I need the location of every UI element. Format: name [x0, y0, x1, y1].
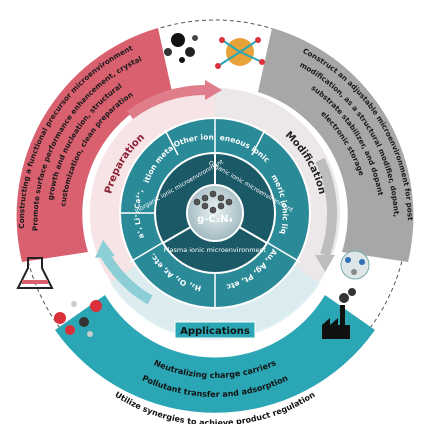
- nanoparticle-icon: [215, 37, 265, 69]
- polymer-structure-icon: [340, 250, 370, 280]
- arrow-applications: [100, 252, 153, 305]
- particles-icon: [164, 33, 198, 63]
- molecule-icon: [54, 300, 102, 337]
- preparation-band: [16, 28, 172, 262]
- modification-band: [258, 28, 414, 262]
- flask-icon: [16, 257, 54, 289]
- core-label: g-C₃N₄: [197, 214, 233, 225]
- sector-label-plasma: Plasma ionic microenvironment: [164, 246, 267, 254]
- gc3n4-molecule-icon: [193, 190, 233, 214]
- applications-title: Applications: [180, 326, 250, 337]
- arrow-modification: [315, 157, 338, 257]
- applications-band: [55, 295, 375, 413]
- factory-icon: [322, 288, 356, 339]
- arrow-preparation: [127, 85, 206, 120]
